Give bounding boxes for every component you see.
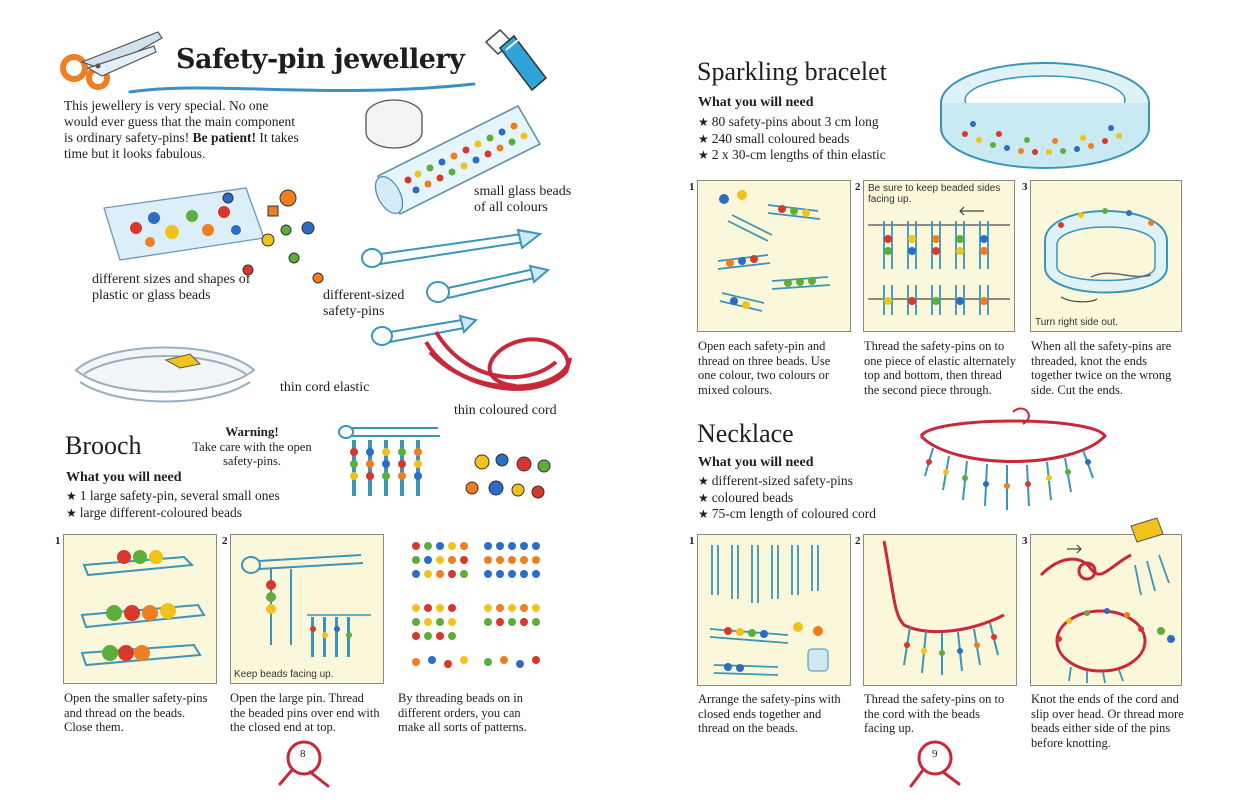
left-page: Safety-pin jewellery This jewellery is v… <box>0 0 621 800</box>
brooch-item: 1 large safety-pin, several small ones <box>66 488 316 505</box>
bracelet-step-1-panel <box>697 180 851 332</box>
bead-bag-illustration <box>103 187 292 261</box>
step-caption: When all the safety-pins are threaded, k… <box>1031 339 1172 397</box>
step-number: 1 <box>689 535 695 547</box>
step-caption: Open the large pin. Thread the beaded pi… <box>230 691 380 734</box>
step-number: 1 <box>689 181 695 193</box>
necklace-item: 75-cm length of coloured cord <box>698 506 918 523</box>
intro-bold: Be patient! <box>192 130 256 145</box>
step-caption: Arrange the safety-pins with closed ends… <box>698 692 841 735</box>
necklace-item: different-sized safety-pins <box>698 473 918 490</box>
bracelet-item: 80 safety-pins about 3 cm long <box>698 114 928 131</box>
cord-knot-icon <box>909 740 961 788</box>
step-number: 1 <box>55 535 61 547</box>
bracelet-what-you-need: What you will need <box>698 95 814 110</box>
arranged-pins-illustration <box>709 545 829 676</box>
label-safety-pins: different-sized safety-pins <box>323 288 405 319</box>
bracelet-heading: Sparkling bracelet <box>697 57 887 86</box>
pins-three-beads-illustration <box>717 190 831 312</box>
bracelet-step-2-panel: Be sure to keep beaded sides facing up. <box>863 180 1015 332</box>
intro-paragraph: This jewellery is very special. No one w… <box>64 98 304 162</box>
warning-title: Warning! <box>225 424 279 439</box>
bead-tube-illustration <box>365 99 542 215</box>
intro-text-1: This jewellery is very special. No one w… <box>64 98 295 145</box>
brooch-requirements: 1 large safety-pin, several small ones l… <box>66 488 316 521</box>
bracelet-item: 240 small coloured beads <box>698 131 928 148</box>
necklace-heading: Necklace <box>697 419 794 448</box>
step-note: Keep beads facing up. <box>234 669 334 680</box>
title-swash <box>128 82 476 94</box>
beaded-pins-illustration <box>80 550 206 667</box>
warning-text: Take care with the open safety-pins. <box>192 439 312 469</box>
bracelet-item: 2 x 30-cm lengths of thin elastic <box>698 147 928 164</box>
label-cord-elastic: thin cord elastic <box>280 380 370 395</box>
step-caption: Knot the ends of the cord and slip over … <box>1031 692 1184 750</box>
label-glass-beads: small glass beads of all colours <box>474 184 572 215</box>
step-caption: Thread the safety-pins on to the cord wi… <box>864 692 1005 735</box>
page-title: Safety-pin jewellery <box>176 44 465 75</box>
brooch-heading: Brooch <box>65 431 142 460</box>
step-caption: Open each safety-pin and thread on three… <box>698 339 831 397</box>
brooch-what-you-need: What you will need <box>66 470 182 485</box>
step-caption: By threading beads on in different order… <box>398 691 527 734</box>
step-number: 2 <box>222 535 228 547</box>
step-note: Turn right side out. <box>1035 317 1119 328</box>
brooch-item: large different-coloured beads <box>66 505 316 522</box>
coloured-cord-illustration <box>424 330 572 391</box>
necklace-item: coloured beads <box>698 490 918 507</box>
bead-patterns-illustration <box>412 542 540 668</box>
right-page: Sparkling bracelet What you will need 80… <box>621 0 1243 800</box>
step-number: 3 <box>1022 535 1028 547</box>
cord-knot-icon <box>278 740 330 788</box>
step-number: 2 <box>855 181 861 193</box>
tape-icon <box>1130 517 1164 543</box>
brooch-step-1-panel <box>63 534 217 684</box>
necklace-what-you-need: What you will need <box>698 455 814 470</box>
glue-stick-icon <box>484 28 548 92</box>
knotting-cord-illustration <box>1039 544 1175 684</box>
threading-elastic-illustration <box>868 206 1010 315</box>
step-note: Be sure to keep beaded sides facing up. <box>868 183 1014 205</box>
cord-elastic-illustration <box>74 346 256 403</box>
warning-box: Warning! Take care with the open safety-… <box>182 424 322 469</box>
loose-beads <box>222 189 324 284</box>
necklace-step-1-panel <box>697 534 851 686</box>
step-caption: Open the smaller safety-pins and thread … <box>64 691 208 734</box>
bracelet-requirements: 80 safety-pins about 3 cm long 240 small… <box>698 114 928 164</box>
cord-threading-illustration <box>882 540 1005 675</box>
page-number-left: 8 <box>300 748 306 760</box>
intro-text-2: It takes time but it looks fabulous. <box>64 130 299 161</box>
label-plastic-beads: different sizes and shapes of plastic or… <box>92 272 251 303</box>
step-number: 3 <box>1022 181 1028 193</box>
label-coloured-cord: thin coloured cord <box>454 403 557 418</box>
page-number-right: 9 <box>932 748 938 760</box>
necklace-finished-illustration <box>919 407 1107 510</box>
bracelet-finished-illustration <box>940 62 1150 169</box>
necklace-requirements: different-sized safety-pins coloured bea… <box>698 473 918 523</box>
brooch-step-2-panel: Keep beads facing up. <box>230 534 384 684</box>
large-pin-illustration <box>241 554 371 657</box>
knotting-bracelet-illustration <box>1044 208 1168 303</box>
bracelet-step-3-panel: Turn right side out. <box>1030 180 1182 332</box>
necklace-step-2-panel <box>863 534 1017 686</box>
safety-pins-illustration <box>361 228 551 346</box>
necklace-step-3-panel <box>1030 534 1182 686</box>
loose-large-beads <box>465 453 551 499</box>
brooch-finished-illustration <box>338 425 440 496</box>
scissors-icon <box>60 31 163 90</box>
step-number: 2 <box>855 535 861 547</box>
step-caption: Thread the safety-pins on to one piece o… <box>864 339 1017 397</box>
